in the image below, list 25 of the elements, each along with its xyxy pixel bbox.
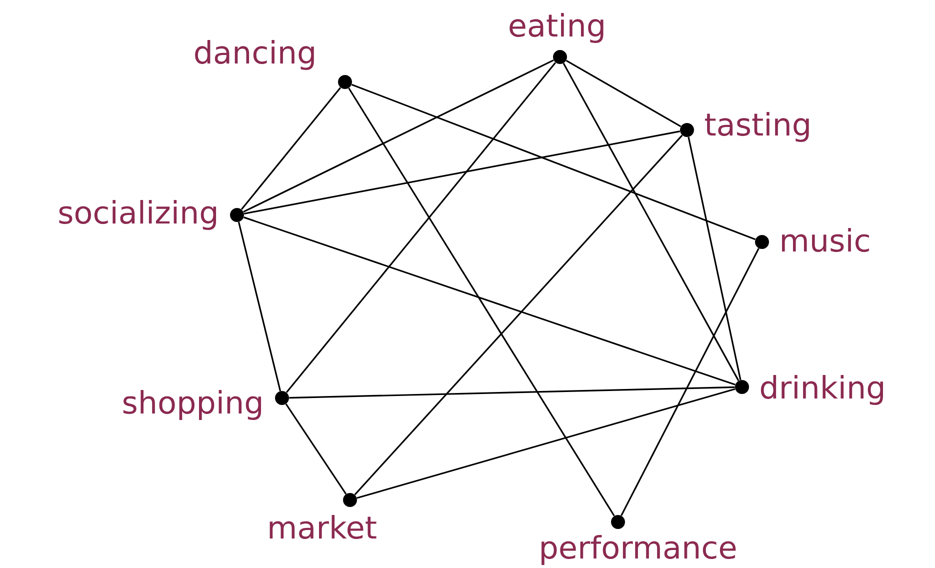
node-label: market: [270, 515, 376, 539]
node-label: dancing: [195, 40, 314, 70]
connector-line: [356, 388, 736, 499]
connector-line: [348, 88, 615, 516]
node-label: socializing: [59, 200, 216, 230]
connector-line: [289, 386, 735, 399]
connector-line: [354, 134, 683, 496]
connector-line: [688, 136, 742, 380]
connector-line: [620, 248, 760, 516]
node-label: performance: [542, 535, 736, 565]
node-label: music: [782, 228, 869, 252]
connector-line: [244, 216, 736, 386]
node-label: shopping: [123, 390, 262, 420]
node-label: eating: [510, 13, 604, 43]
connector-line: [562, 62, 740, 382]
connector-line: [351, 84, 756, 240]
connector-line: [286, 62, 556, 393]
node-label: tasting: [705, 112, 809, 142]
connector-line: [243, 59, 554, 213]
connector-line: [240, 87, 342, 210]
connector-line: [244, 130, 680, 214]
connector-line: [566, 60, 682, 128]
connector-line: [285, 404, 347, 494]
connector-line: [238, 222, 282, 392]
node-label: drinking: [760, 375, 883, 405]
